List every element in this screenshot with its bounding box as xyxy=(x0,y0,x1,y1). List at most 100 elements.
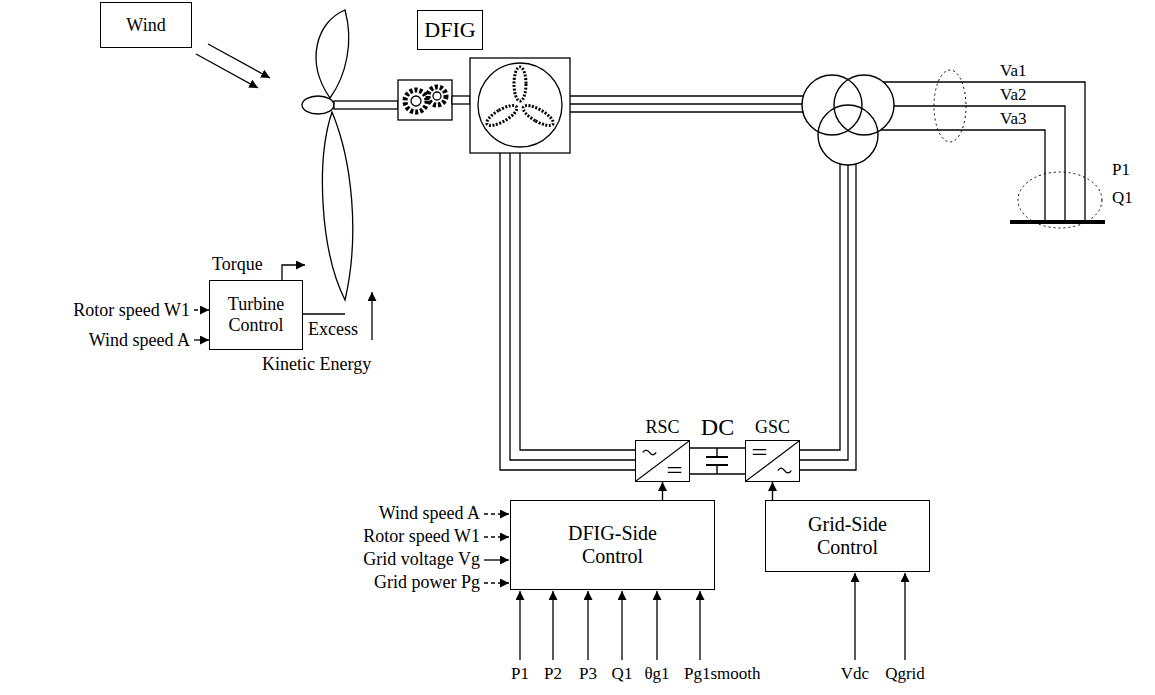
control-box: DFIG-Side Control xyxy=(510,500,715,590)
control-box: Grid-Side Control xyxy=(765,500,930,572)
signal-name: θg1 xyxy=(644,664,669,684)
turbine-control-wires xyxy=(194,309,209,310)
signal-name: Wind speed A xyxy=(89,330,190,351)
grid-side-wires xyxy=(800,164,840,450)
turbine-rotor xyxy=(316,10,349,98)
control-input-arrows xyxy=(656,591,657,660)
gearbox xyxy=(405,90,427,112)
dc-link xyxy=(690,448,745,474)
measurement-rings xyxy=(934,70,1102,228)
gearbox xyxy=(428,87,446,105)
rotor-wires xyxy=(510,153,635,460)
control-input-arrows xyxy=(484,582,509,583)
grid-lines xyxy=(894,106,1065,222)
dc-link-wire xyxy=(690,447,745,448)
signal-name: Grid voltage Vg xyxy=(363,549,480,570)
wind-arrows xyxy=(196,54,258,88)
voltage-label: Va2 xyxy=(1000,85,1026,105)
transformer xyxy=(802,75,894,165)
signal-name: Wind speed A xyxy=(379,503,480,524)
dc-link xyxy=(716,465,717,474)
control-arrow xyxy=(662,482,663,500)
box-label: Turbine Control xyxy=(216,294,296,335)
stator-wires xyxy=(570,95,804,96)
turbine-rotor xyxy=(302,10,398,300)
generator xyxy=(470,58,570,153)
ac-symbol xyxy=(778,468,791,473)
generator xyxy=(484,102,519,129)
generator xyxy=(470,58,570,153)
machine-label-box: DFIG xyxy=(417,10,482,50)
gearbox xyxy=(433,92,441,100)
control-input-arrows xyxy=(621,591,622,660)
turbine-control-wires xyxy=(371,292,372,340)
box-label: Wind xyxy=(126,15,165,36)
power-label: Q1 xyxy=(1112,188,1133,208)
measurement-rings xyxy=(934,70,966,142)
grid-lines xyxy=(881,82,1105,222)
converter-box: RSC xyxy=(635,440,690,482)
turbine-control-wires xyxy=(302,313,345,314)
grid-lines xyxy=(881,130,1045,222)
dc-link xyxy=(716,448,717,457)
generator xyxy=(514,67,526,101)
signal-name: Kinetic Energy xyxy=(262,354,371,375)
turbine-rotor xyxy=(322,112,352,300)
box-label: Grid-Side Control xyxy=(798,513,898,559)
turbine-control-wires xyxy=(282,265,305,280)
wind-arrows xyxy=(196,44,270,88)
control-input-arrows xyxy=(552,591,553,660)
signal-name: P1 xyxy=(511,664,529,684)
converter-label: RSC xyxy=(645,417,679,438)
stator-wires xyxy=(570,111,804,112)
converter-diagonal xyxy=(746,441,799,481)
control-input-arrows xyxy=(587,591,588,660)
turbine-rotor xyxy=(334,101,398,109)
dc-symbol xyxy=(753,450,766,455)
converter-box: GSC xyxy=(745,440,800,482)
voltage-label: Va3 xyxy=(1000,109,1026,129)
signal-name: Rotor speed W1 xyxy=(73,300,190,321)
dc-link xyxy=(706,456,728,458)
ac-symbol xyxy=(643,450,656,455)
grid-side-wires xyxy=(800,164,856,470)
signal-name: Excess xyxy=(308,319,358,340)
converter-symbol xyxy=(636,441,689,481)
dc-symbol xyxy=(668,468,681,473)
converter-symbol xyxy=(746,441,799,481)
power-label: P1 xyxy=(1112,160,1130,180)
control-input-arrows xyxy=(699,591,700,660)
signal-name: Qgrid xyxy=(885,664,925,684)
control-input-arrows xyxy=(854,573,855,660)
generator xyxy=(478,63,562,147)
signal-name: Q1 xyxy=(612,664,633,684)
rotor-wires xyxy=(500,153,635,470)
stator-wires xyxy=(570,96,804,112)
grid-side-wires xyxy=(800,164,856,470)
turbine-control-wires xyxy=(194,265,372,340)
dc-link-label: DC xyxy=(701,414,734,442)
control-input-arrows xyxy=(484,514,905,660)
signal-name: Pg1smooth xyxy=(684,664,761,684)
grid-side-wires xyxy=(800,165,848,460)
measurement-rings xyxy=(1018,172,1102,228)
gearbox xyxy=(398,80,452,120)
box-label: DFIG xyxy=(424,17,475,42)
control-input-arrows xyxy=(484,559,509,560)
gearbox xyxy=(398,80,470,120)
converter-label: GSC xyxy=(755,417,790,438)
turbine-control-wires xyxy=(194,339,209,340)
turbine-rotor xyxy=(302,96,334,114)
wind-arrows xyxy=(208,44,270,78)
signal-name: Grid power Pg xyxy=(374,572,480,593)
grid-lines xyxy=(1010,220,1105,224)
control-input-arrows xyxy=(484,536,509,537)
signal-name: Rotor speed W1 xyxy=(363,526,480,547)
control-arrow xyxy=(772,482,773,500)
input-box: Wind xyxy=(100,2,192,48)
signal-name: P2 xyxy=(544,664,562,684)
control-input-arrows xyxy=(484,513,509,514)
voltage-label: Va1 xyxy=(1000,61,1026,81)
